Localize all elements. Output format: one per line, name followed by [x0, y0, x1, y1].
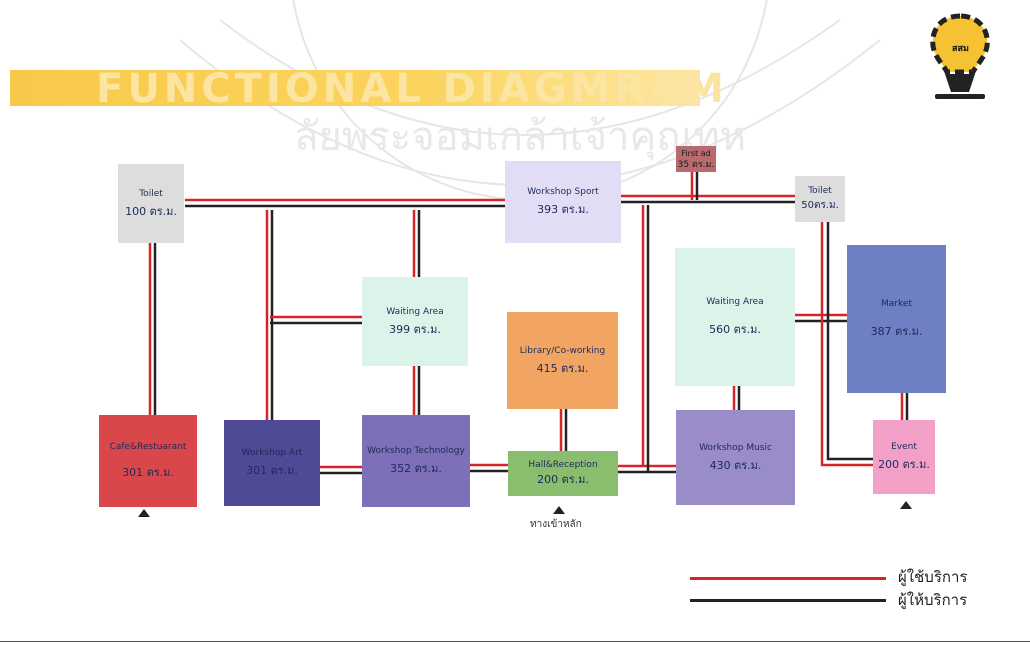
room-area: 200 ตร.ม. [537, 473, 589, 486]
entrance-arrow-cafe [138, 509, 150, 517]
room-name: Market [881, 299, 912, 309]
room-name: Workshop Sport [527, 187, 599, 197]
legend-staff-label: ผู้ให้บริการ [898, 591, 968, 609]
room-library: Library/Co-working 415 ตร.ม. [507, 312, 618, 409]
room-name: Event [891, 442, 917, 452]
room-area: 399 ตร.ม. [389, 322, 441, 336]
room-name: Cafe&Restuarant [109, 442, 187, 452]
room-name: Workshop Music [699, 442, 772, 453]
room-area: 393 ตร.ม. [537, 203, 589, 216]
room-workshop-music: Workshop Music 430 ตร.ม. [676, 410, 795, 505]
room-name: Workshop Art [241, 448, 303, 458]
room-name: Hall&Reception [528, 460, 598, 470]
room-area: 50ตร.ม. [801, 199, 839, 211]
entrance-arrow-main [553, 506, 565, 514]
entrance-arrow-event [900, 501, 912, 509]
legend-staff-line [690, 599, 886, 602]
room-workshop-technology: Workshop Technology 352 ตร.ม. [362, 415, 470, 507]
room-hall-reception: Hall&Reception 200 ตร.ม. [508, 451, 618, 496]
room-area: 301 ตร.ม. [122, 466, 174, 479]
room-area: 387 ตร.ม. [870, 325, 923, 338]
room-area: 430 ตร.ม. [709, 458, 762, 472]
room-market: Market 387 ตร.ม. [847, 245, 946, 393]
room-waiting-area-1: Waiting Area 399 ตร.ม. [362, 277, 468, 366]
room-name: Waiting Area [706, 297, 764, 307]
legend-user-label: ผู้ใช้บริการ [898, 568, 968, 586]
room-toilet-right: Toilet 50ตร.ม. [795, 176, 845, 222]
room-name: Waiting Area [386, 306, 444, 317]
watermark-text: ลัยพระจอมเกล้าเจ้าคุณทห [294, 114, 746, 161]
room-name: Toilet [808, 185, 832, 196]
room-area: 35 ตร.ม. [677, 159, 715, 170]
room-area: 415 ตร.ม. [536, 361, 589, 375]
title-bar [10, 70, 700, 106]
room-area: 560 ตร.ม. [709, 323, 761, 336]
room-area: 100 ตร.ม. [125, 204, 177, 218]
room-area: 200 ตร.ม. [878, 458, 930, 471]
room-workshop-sport: Workshop Sport 393 ตร.ม. [505, 161, 621, 243]
room-name: Library/Co-working [519, 345, 606, 356]
room-toilet-left: Toilet 100 ตร.ม. [118, 164, 184, 243]
logo-text: สสม [952, 44, 969, 54]
legend-user-line [690, 577, 886, 580]
room-name: Toilet [139, 188, 163, 199]
page-title: FUNCTIONAL DIAGMRAM [96, 66, 728, 112]
room-first-aid: First ad 35 ตร.ม. [676, 146, 716, 172]
footer-divider [0, 641, 1030, 642]
room-cafe: Cafe&Restuarant 301 ตร.ม. [99, 415, 197, 507]
room-waiting-area-2: Waiting Area 560 ตร.ม. [675, 248, 795, 386]
room-name: Workshop Technology [367, 446, 465, 456]
lightbulb-icon [930, 13, 990, 99]
room-event: Event 200 ตร.ม. [873, 420, 935, 494]
room-workshop-art: Workshop Art 301 ตร.ม. [224, 420, 320, 506]
room-name: First ad [681, 148, 711, 158]
main-entrance-label: ทางเข้าหลัก [530, 519, 582, 530]
room-area: 301 ตร.ม. [246, 464, 298, 477]
room-area: 352 ตร.ม. [390, 462, 442, 475]
